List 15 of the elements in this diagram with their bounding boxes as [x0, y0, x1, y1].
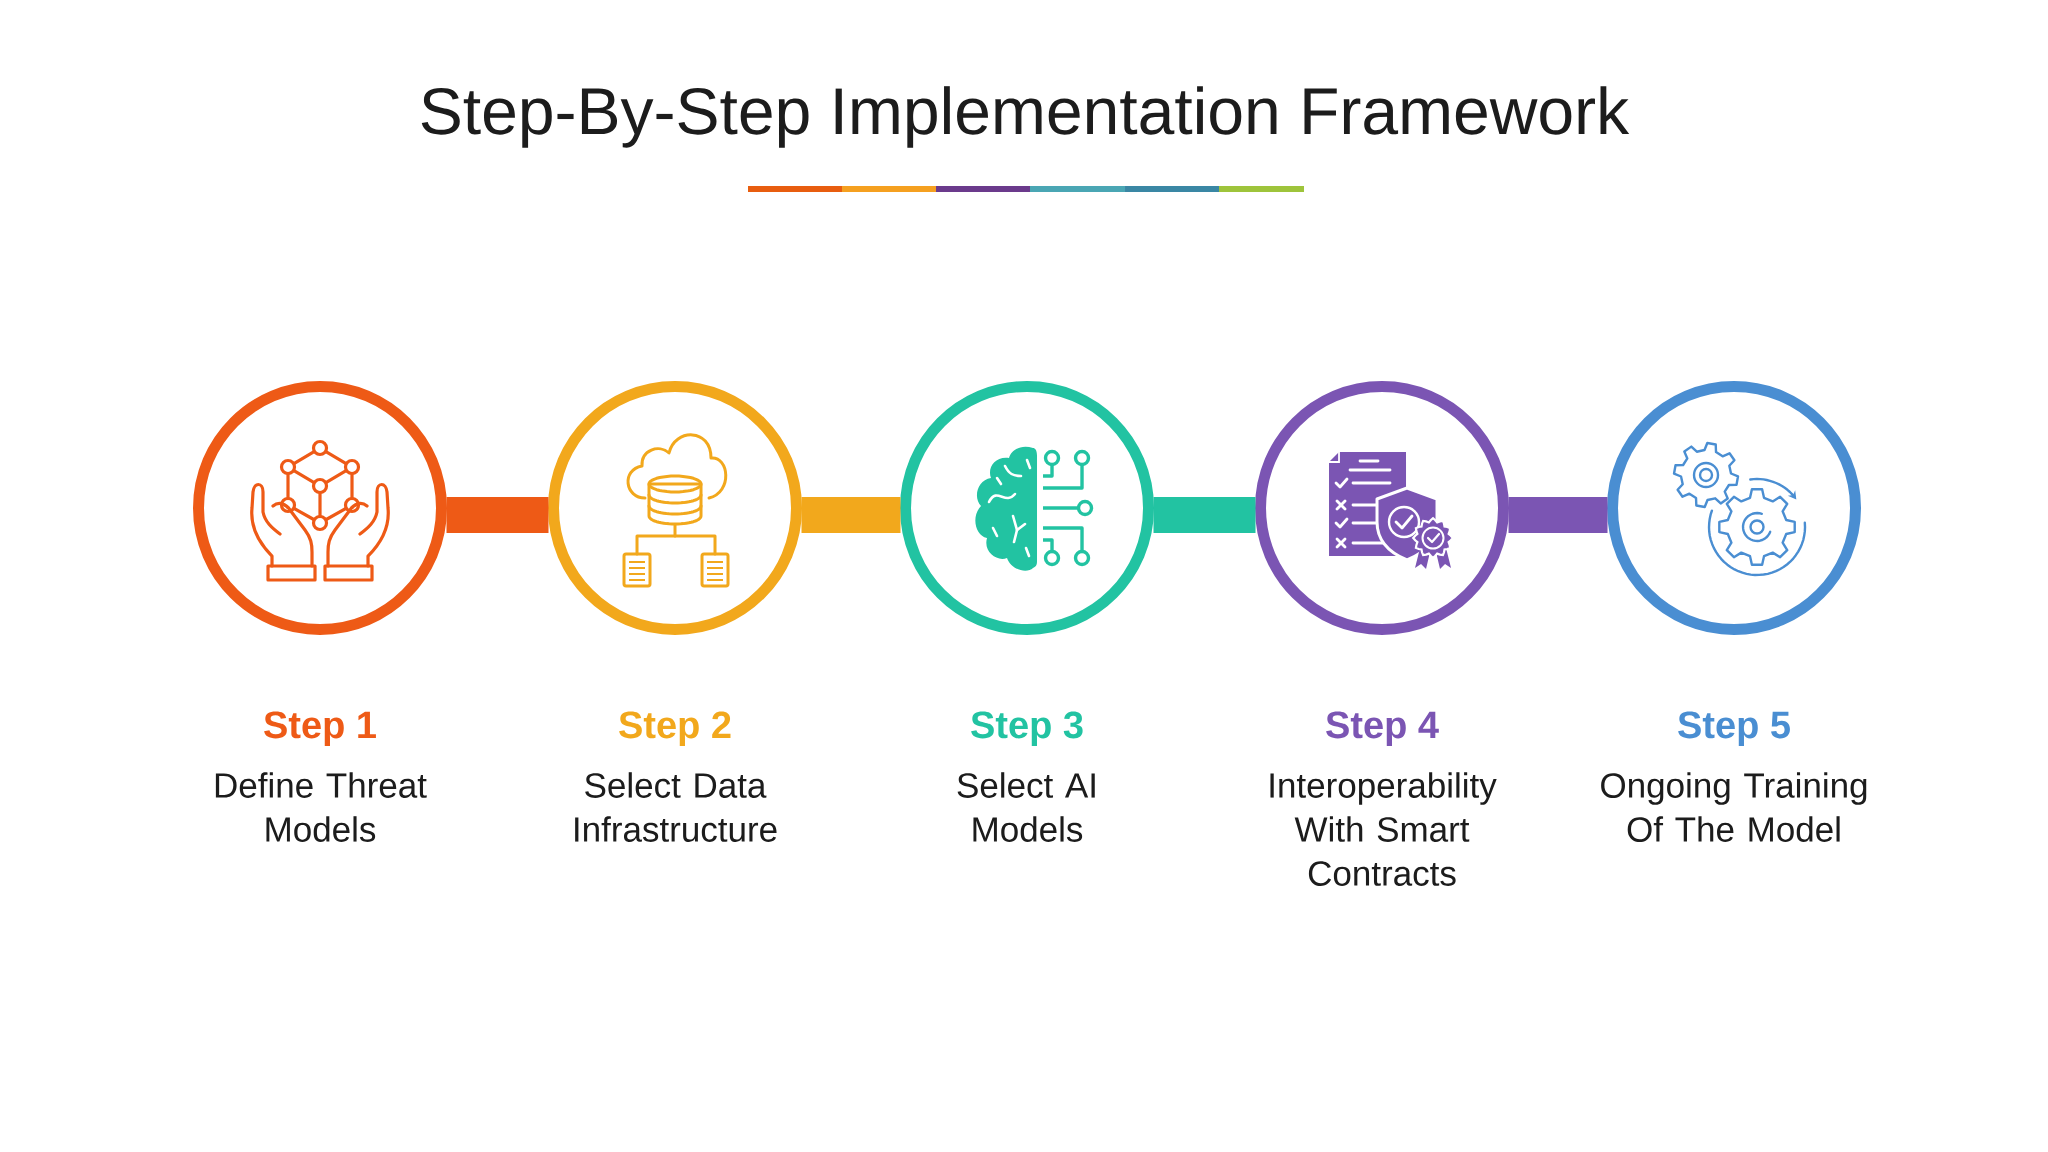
step-number: Step 1	[264, 711, 376, 746]
connector-bar	[446, 497, 549, 533]
step-description: Select AI Models	[957, 772, 1095, 842]
step-description: Select Data Infrastructure	[575, 772, 777, 842]
step-description: Define Threat Models	[215, 772, 427, 842]
step-number: Step 5	[1678, 711, 1790, 746]
title: Step-By-Step Implementation Framework	[421, 86, 1630, 148]
step-number: Step 4	[1326, 711, 1439, 746]
step-number: Step 3	[971, 711, 1083, 746]
step-description: Ongoing Training Of The Model	[1601, 772, 1867, 842]
step-description: Interoperability With Smart Contracts	[1270, 772, 1497, 886]
step-number: Step 2	[619, 711, 731, 746]
connector-bar	[1153, 497, 1256, 533]
connector-bar	[801, 497, 901, 533]
connector-bar	[1508, 497, 1608, 533]
